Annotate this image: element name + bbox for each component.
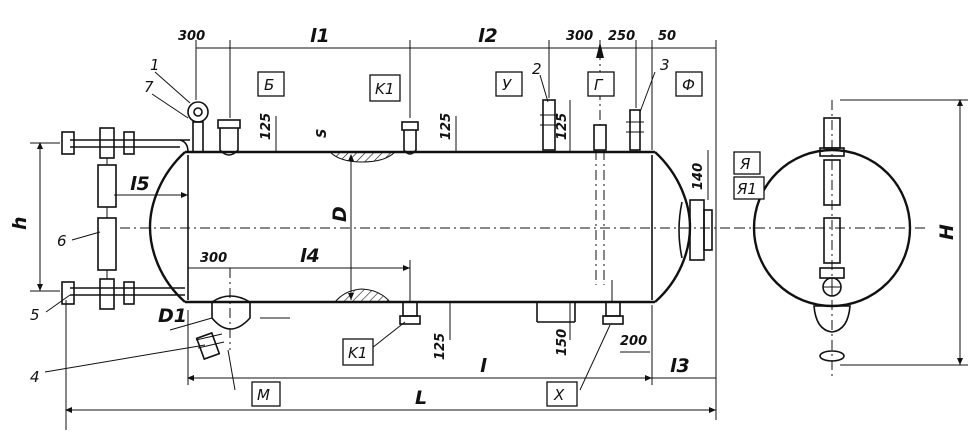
label-boxes bbox=[251, 71, 765, 407]
dim-h: h bbox=[9, 216, 31, 230]
callout-5: 5 bbox=[30, 306, 40, 324]
dim-v-140: 140 bbox=[691, 163, 706, 190]
nozzle-label-U: У bbox=[502, 76, 512, 94]
dim-top-50: 50 bbox=[658, 29, 676, 44]
nozzle-label-M: М bbox=[257, 386, 270, 404]
dim-top-300: 300 bbox=[178, 29, 205, 44]
nozzle-label-K1-top: K1 bbox=[375, 80, 394, 98]
dim-l1: l1 bbox=[310, 25, 330, 47]
dim-v-125a: 125 bbox=[259, 113, 274, 140]
nozzle-label-Ya1: Я1 bbox=[736, 180, 757, 198]
svg-text:S: S bbox=[315, 129, 330, 138]
manhole bbox=[678, 199, 713, 261]
nozzle-label-Ya: Я bbox=[739, 155, 751, 173]
dim-v-125d: 125 bbox=[433, 333, 448, 360]
dim-l: l bbox=[480, 355, 487, 377]
nozzle-label-X: Х bbox=[553, 386, 565, 404]
dim-l4: l4 bbox=[300, 245, 320, 267]
dim-l3: l3 bbox=[670, 355, 690, 377]
dim-D1: D1 bbox=[158, 305, 187, 327]
dim-top-250: 250 bbox=[608, 29, 635, 44]
callout-3: 3 bbox=[660, 56, 670, 74]
vessel-body: S bbox=[120, 129, 735, 304]
nozzle-label-K1-bottom: K1 bbox=[348, 344, 367, 362]
callout-7: 7 bbox=[144, 78, 154, 96]
nozzle-label-F: Ф bbox=[682, 76, 695, 94]
dim-top-300b: 300 bbox=[566, 29, 593, 44]
nozzle-label-G: Г bbox=[594, 76, 604, 94]
dim-200: 200 bbox=[620, 334, 647, 349]
dim-H: H bbox=[936, 224, 958, 240]
dim-v-150: 150 bbox=[555, 329, 570, 356]
dim-D: D bbox=[329, 206, 351, 222]
dim-l2: l2 bbox=[478, 25, 498, 47]
level-gauge bbox=[61, 127, 190, 310]
dim-L: L bbox=[415, 387, 427, 409]
drawing-text: 300 l1 l2 300 250 50 125 125 125 125 140… bbox=[9, 25, 958, 409]
dim-l5: l5 bbox=[130, 173, 150, 195]
dim-v-125c: 125 bbox=[555, 113, 570, 140]
dim-v-125b: 125 bbox=[439, 113, 454, 140]
dimension-lines bbox=[30, 40, 968, 430]
callout-4: 4 bbox=[30, 368, 40, 386]
nozzle-label-B: Б bbox=[264, 76, 274, 94]
side-view bbox=[735, 100, 925, 380]
top-nozzles bbox=[187, 42, 644, 285]
dim-bottom-300: 300 bbox=[200, 251, 227, 266]
callout-2: 2 bbox=[532, 60, 542, 78]
leader-lines bbox=[44, 71, 656, 391]
callout-1: 1 bbox=[150, 56, 160, 74]
callout-6: 6 bbox=[57, 232, 67, 250]
